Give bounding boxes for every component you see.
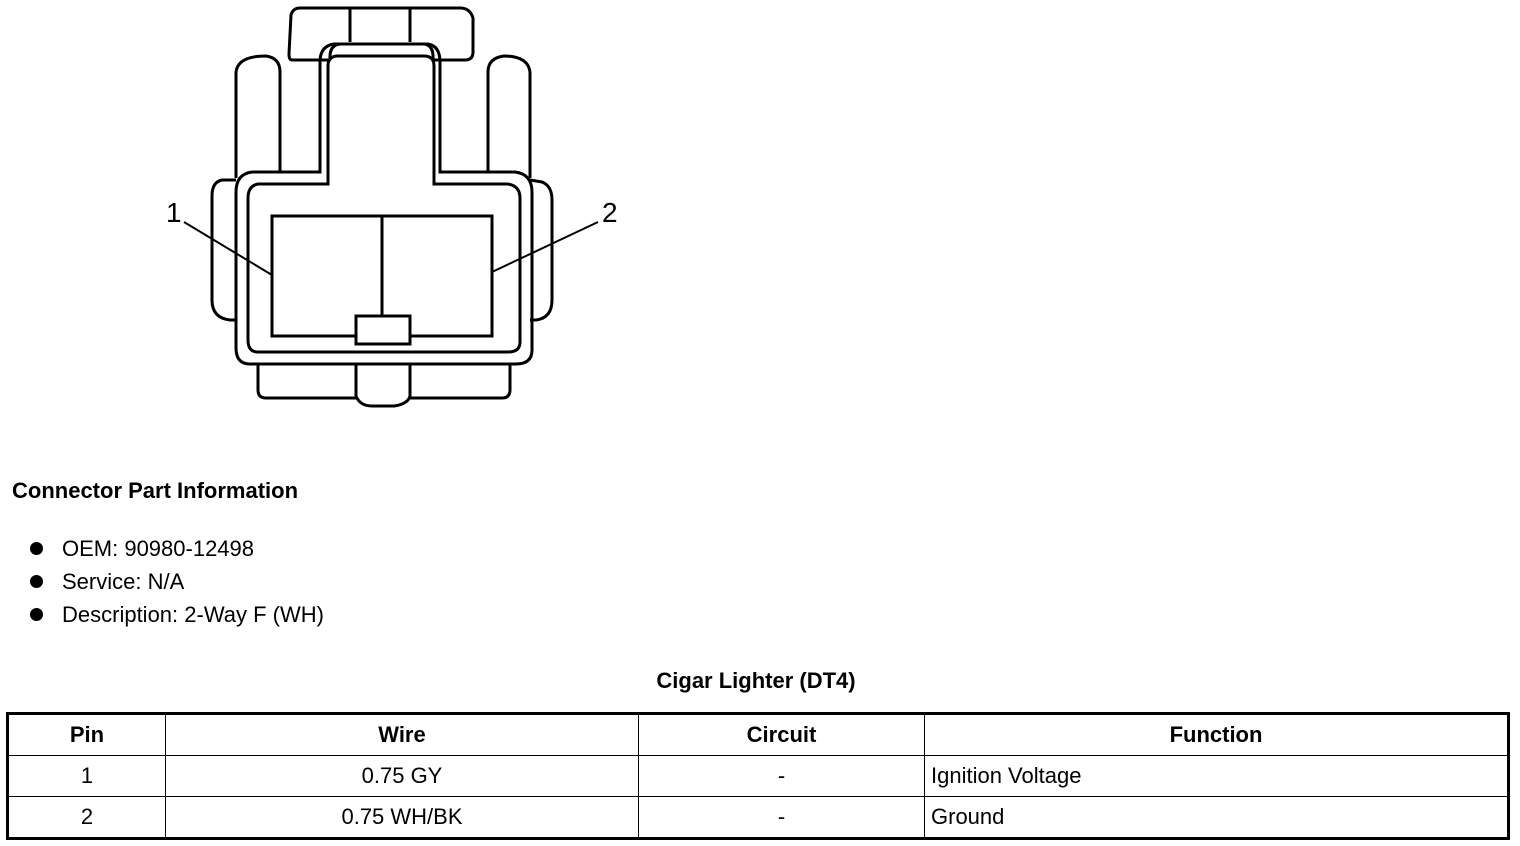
column-header-function: Function [924, 713, 1509, 756]
oem-info: OEM: 90980-12498 [62, 536, 255, 561]
cell-pin: 1 [7, 755, 166, 797]
pin-table: Pin Wire Circuit Function 1 0.75 GY - Ig… [6, 712, 1510, 840]
pin-cavity-2 [380, 214, 494, 338]
bullet-icon [30, 608, 43, 621]
cell-pin: 2 [7, 796, 166, 839]
table-row: 2 0.75 WH/BK - Ground [7, 796, 1509, 839]
cell-circuit: - [638, 755, 925, 797]
service-info: Service: N/A [62, 569, 185, 594]
cell-wire: 0.75 GY [165, 755, 639, 797]
table-header-row: Pin Wire Circuit Function [7, 713, 1509, 756]
pin-label-1: 1 [166, 197, 182, 228]
connector-left-tab [234, 54, 282, 178]
table-title: Cigar Lighter (DT4) [656, 668, 856, 693]
connector-bottom-tab [354, 364, 412, 408]
description-info: Description: 2-Way F (WH) [62, 602, 324, 627]
center-key [354, 314, 412, 346]
column-header-circuit: Circuit [638, 713, 925, 756]
cell-circuit: - [638, 796, 925, 839]
bullet-icon [30, 575, 43, 588]
pin-1-leader [183, 221, 273, 276]
pin-2-leader [491, 221, 599, 273]
column-header-wire: Wire [165, 713, 639, 756]
column-header-pin: Pin [7, 713, 166, 756]
list-item: OEM: 90980-12498 [30, 532, 324, 565]
connector-left-rib [210, 178, 236, 322]
cell-wire: 0.75 WH/BK [165, 796, 639, 839]
connector-body-inner [246, 54, 522, 354]
connector-right-tab [486, 54, 532, 178]
table-row: 1 0.75 GY - Ignition Voltage [7, 755, 1509, 797]
connector-bottom-lip [256, 364, 512, 400]
connector-face-diagram: 1 2 [166, 6, 618, 408]
connector-body-outer [234, 42, 534, 366]
cell-function: Ground [924, 796, 1509, 839]
list-item: Description: 2-Way F (WH) [30, 598, 324, 631]
connector-info-title: Connector Part Information [12, 478, 299, 503]
pin-label-2: 2 [602, 197, 618, 228]
connector-info-list: OEM: 90980-12498 Service: N/A Descriptio… [30, 532, 324, 631]
bullet-icon [30, 542, 43, 555]
list-item: Service: N/A [30, 565, 324, 598]
connector-latch [287, 6, 475, 62]
cell-function: Ignition Voltage [924, 755, 1509, 797]
connector-right-rib [529, 178, 554, 322]
